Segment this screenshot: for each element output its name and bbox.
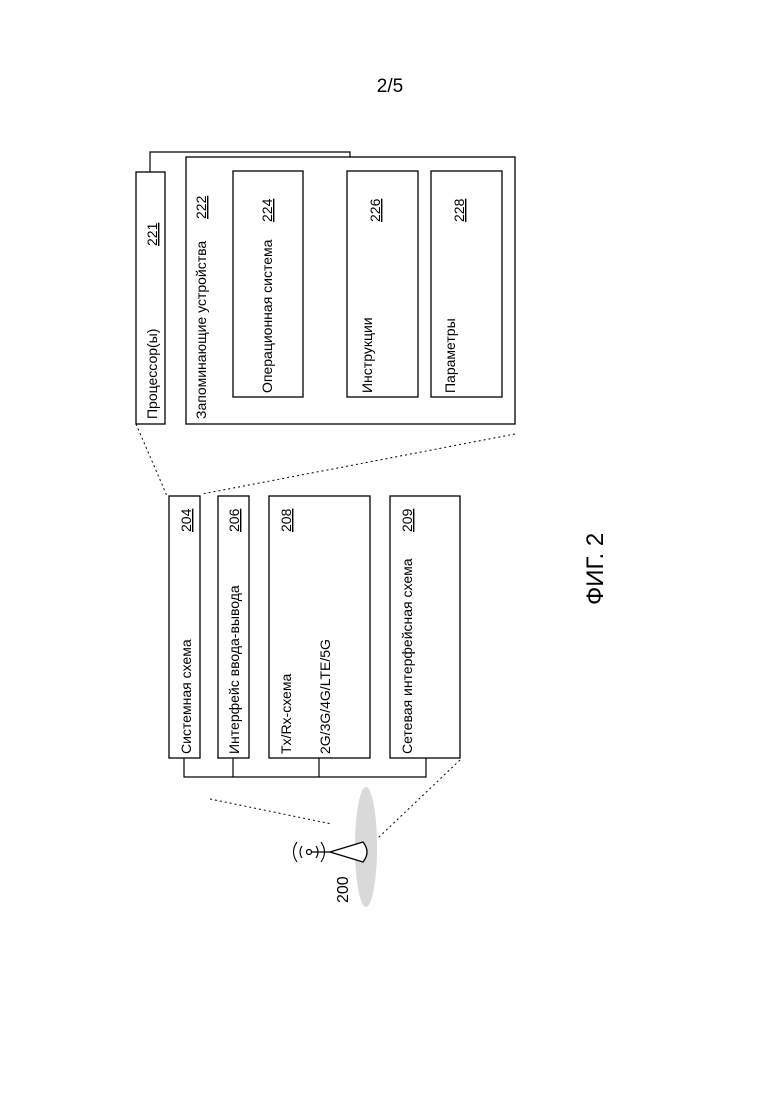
processor-storage-group: Процессор(ы) 221 Запоминающие устройства… xyxy=(136,152,515,424)
system-circuit-ref: 204 xyxy=(178,508,194,532)
zoom-line-device-right xyxy=(378,760,460,838)
io-interface-ref: 206 xyxy=(226,508,242,532)
zoom-line-left xyxy=(136,424,167,496)
signal-wave-icon-outer-left xyxy=(294,842,298,862)
figure-label: ФИГ. 2 xyxy=(582,533,609,605)
signal-wave-icon-inner-left xyxy=(300,846,302,858)
device-antenna-body xyxy=(330,842,367,862)
instructions-label: Инструкции xyxy=(359,317,375,393)
system-circuit-label: Системная схема xyxy=(178,639,194,754)
network-interface-label: Сетевая интерфейсная схема xyxy=(399,558,415,754)
parameters-ref: 228 xyxy=(451,198,467,222)
circuit-bus xyxy=(184,758,426,777)
antenna-tip xyxy=(307,850,312,855)
processor-label: Процессор(ы) xyxy=(144,329,160,419)
txrx-label: Tx/Rx-схема xyxy=(278,674,294,754)
page-number: 2/5 xyxy=(377,76,403,97)
instructions-ref: 226 xyxy=(367,198,383,222)
network-interface-ref: 209 xyxy=(399,508,415,532)
os-ref: 224 xyxy=(259,198,275,222)
zoom-line-right xyxy=(202,434,515,494)
txrx-ref: 208 xyxy=(278,508,294,532)
device-ref: 200 xyxy=(335,876,352,903)
storage-label: Запоминающие устройства xyxy=(193,241,209,419)
txrx-sub-label: 2G/3G/4G/LTE/5G xyxy=(317,639,333,754)
device-illustration: 200 xyxy=(294,787,378,907)
zoom-line-device-left xyxy=(210,799,332,824)
processor-ref: 221 xyxy=(144,222,160,246)
circuits-group: Системная схема 204 Интерфейс ввода-выво… xyxy=(169,496,460,777)
storage-ref: 222 xyxy=(193,195,209,219)
io-interface-label: Интерфейс ввода-вывода xyxy=(226,585,242,754)
parameters-label: Параметры xyxy=(442,318,458,393)
os-label: Операционная система xyxy=(259,239,275,393)
